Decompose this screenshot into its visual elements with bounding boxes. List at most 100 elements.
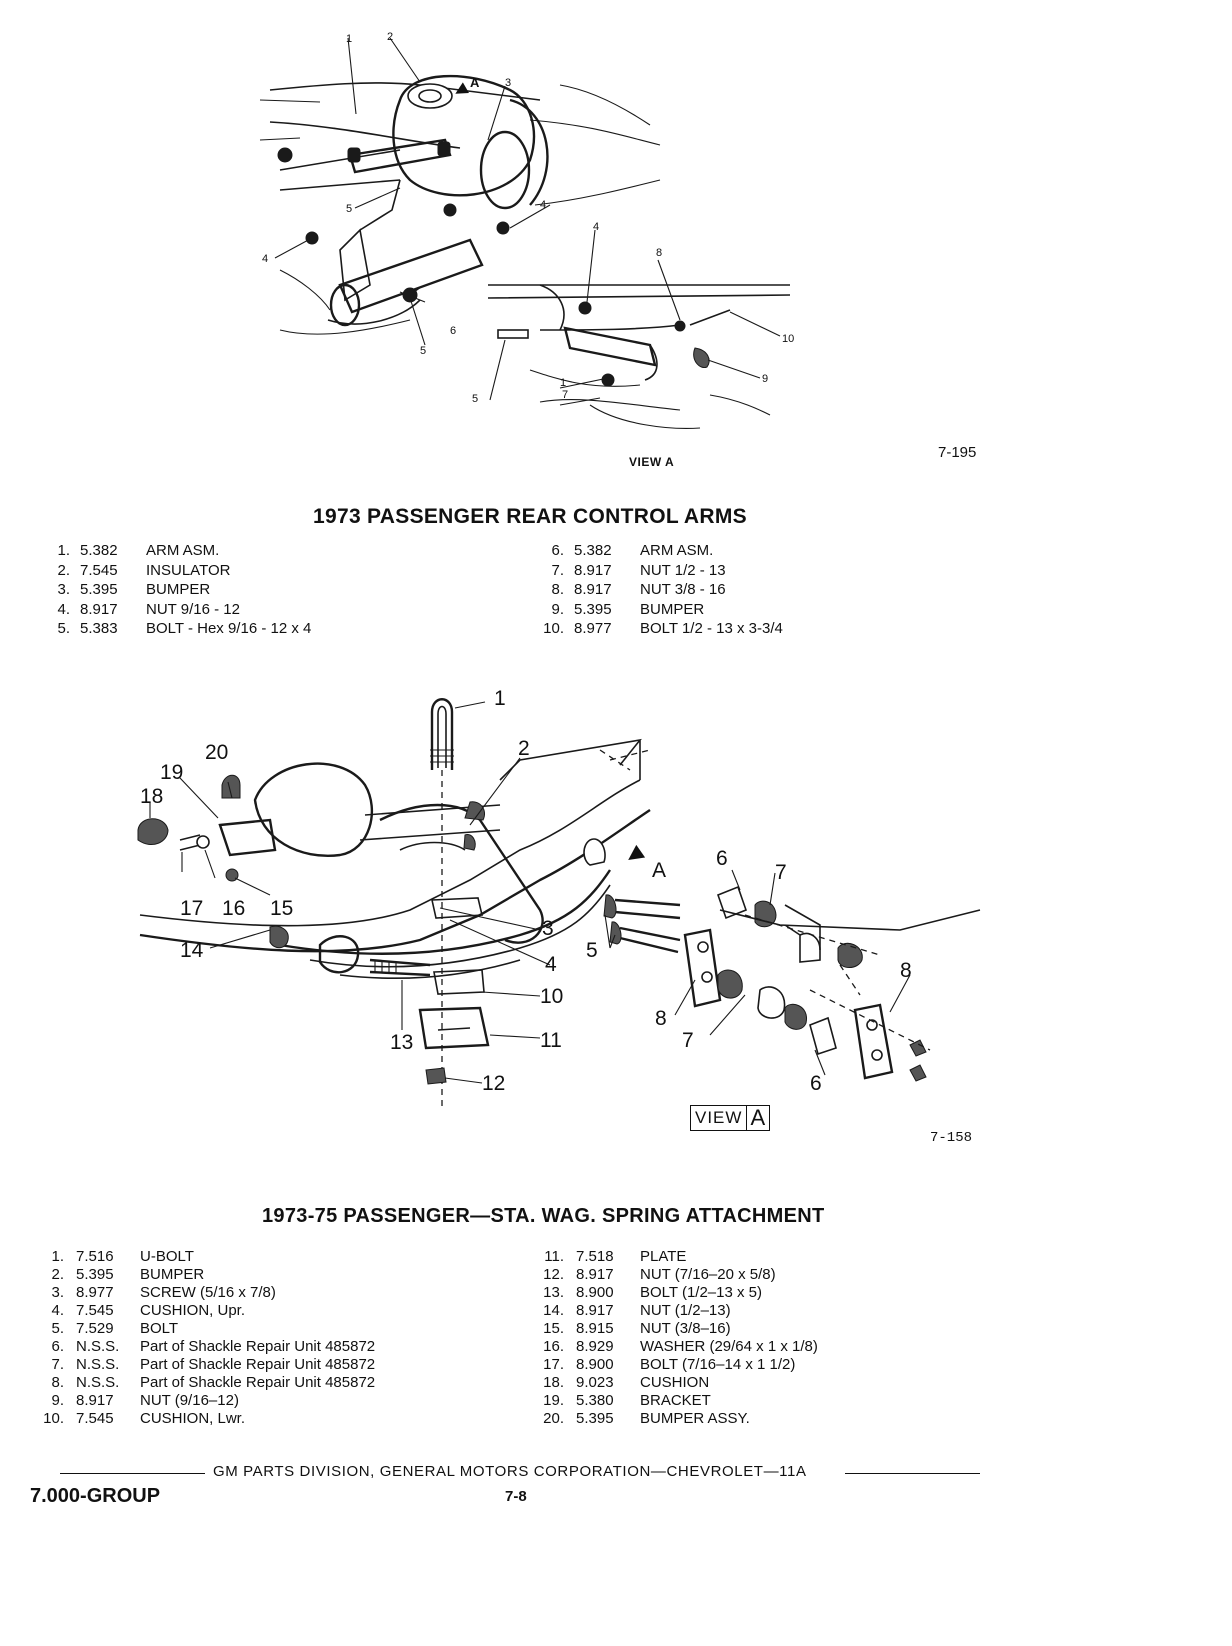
part-desc: PLATE [640, 1248, 687, 1265]
part-num: 12. [543, 1266, 564, 1283]
section1-title: 1973 PASSENGER REAR CONTROL ARMS [313, 505, 747, 528]
part-code: 8.929 [576, 1338, 614, 1355]
part-code: 8.977 [76, 1284, 114, 1301]
fig2-callout-2: 2 [518, 737, 530, 760]
part-code: 8.977 [574, 620, 612, 637]
part-desc: Part of Shackle Repair Unit 485872 [140, 1338, 376, 1355]
part-desc: NUT 3/8 - 16 [640, 581, 726, 598]
part-code: 7.516 [76, 1248, 114, 1265]
fig1-callout-4: 4 [540, 199, 547, 211]
part-code: 7.545 [80, 561, 118, 579]
fig1-callout-5: 5 [346, 203, 353, 215]
part-num: 6. [551, 542, 564, 559]
list-item: 16. 8.929 WASHER (29/64 x 1 x 1/8) [530, 1338, 818, 1356]
fig2-callout-6: 6 [716, 847, 728, 870]
part-num: 8. [51, 1374, 64, 1391]
part-desc: BOLT (1/2–13 x 5) [640, 1284, 763, 1301]
part-num: 17. [543, 1356, 564, 1373]
part-num: 2. [51, 1266, 64, 1283]
part-num: 8. [551, 581, 564, 598]
part-code: 7.529 [76, 1320, 114, 1337]
page-number: 7-8 [505, 1488, 527, 1505]
part-num: 3. [57, 581, 70, 598]
fig2-callout-11: 11 [540, 1029, 562, 1052]
part-code: 8.915 [576, 1320, 614, 1337]
list-item: 11. 7.518 PLATE [530, 1248, 818, 1266]
part-num: 11. [544, 1248, 564, 1265]
view-text: VIEW [695, 1108, 743, 1127]
part-num: 20. [543, 1410, 564, 1427]
part-desc: BRACKET [640, 1392, 711, 1409]
footer-publisher: GM PARTS DIVISION, GENERAL MOTORS CORPOR… [213, 1463, 807, 1480]
view-letter: A [746, 1105, 769, 1130]
part-desc: BUMPER [140, 1266, 205, 1283]
part-code: 8.917 [576, 1302, 614, 1319]
part-num: 9. [551, 600, 564, 618]
part-desc: BUMPER [146, 581, 211, 598]
part-num: 5. [57, 620, 70, 637]
part-desc: WASHER (29/64 x 1 x 1/8) [640, 1338, 818, 1355]
list-item: 3. 8.977 SCREW (5/16 x 7/8) [30, 1284, 375, 1302]
part-desc: U-BOLT [140, 1248, 194, 1265]
part-num: 3. [51, 1284, 64, 1301]
fig1-callout-2: 2 [387, 31, 394, 43]
part-code: 5.380 [576, 1392, 614, 1409]
part-code: 5.382 [574, 542, 612, 559]
fig1-callout-5c: 5 [472, 393, 479, 405]
part-desc: ARM ASM. [146, 542, 220, 559]
list-item: 3. 5.395 BUMPER [36, 580, 311, 600]
fig2-callout-A: A [652, 859, 667, 882]
fig1-view-label: VIEW A [629, 455, 675, 469]
part-num: 15. [543, 1320, 564, 1337]
fig2-callout-20: 20 [205, 741, 229, 764]
fig2-callout-12: 12 [482, 1072, 506, 1095]
part-code: 5.395 [576, 1410, 614, 1427]
part-code: 7.545 [76, 1410, 114, 1427]
part-desc: NUT 1/2 - 13 [640, 561, 726, 579]
part-desc: BUMPER ASSY. [640, 1410, 750, 1427]
fig1-callout-1b: 1 [560, 377, 567, 389]
fig2-callout-6b: 6 [810, 1072, 822, 1095]
part-desc: CUSHION [640, 1374, 710, 1391]
part-desc: SCREW (5/16 x 7/8) [140, 1284, 276, 1301]
fig2-callout-16: 16 [222, 897, 246, 920]
fig1-callout-8: 8 [656, 247, 663, 259]
part-num: 9. [51, 1392, 64, 1409]
fig2-callout-14: 14 [180, 939, 204, 962]
part-num: 6. [51, 1338, 64, 1355]
part-desc: NUT (9/16–12) [140, 1392, 239, 1409]
fig2-callout-15: 15 [270, 897, 294, 920]
part-code: 8.900 [576, 1284, 614, 1301]
fig1-callout-6: 6 [450, 325, 457, 337]
part-code: 7.518 [576, 1248, 614, 1265]
part-num: 10. [43, 1410, 64, 1427]
list-item: 6.N.S.S.Part of Shackle Repair Unit 4858… [30, 1338, 375, 1356]
fig2-callout-10: 10 [540, 985, 564, 1008]
part-code: 5.383 [80, 620, 118, 637]
part-code: 5.395 [80, 581, 118, 598]
fig2-callout-7b: 7 [682, 1029, 694, 1052]
fig1-callout-5b: 5 [420, 345, 427, 357]
part-desc: BOLT 1/2 - 13 x 3-3/4 [640, 620, 783, 637]
group-label: 7.000-GROUP [30, 1485, 161, 1507]
part-code: 7.545 [76, 1302, 114, 1319]
part-code: N.S.S. [76, 1374, 120, 1391]
part-desc: BOLT (7/16–14 x 1 1/2) [640, 1356, 796, 1373]
part-num: 16. [543, 1338, 564, 1355]
part-desc: CUSHION, Lwr. [140, 1410, 246, 1427]
fig2-view-label: VIEW A [690, 1105, 771, 1131]
fig2-callout-8: 8 [900, 959, 912, 982]
